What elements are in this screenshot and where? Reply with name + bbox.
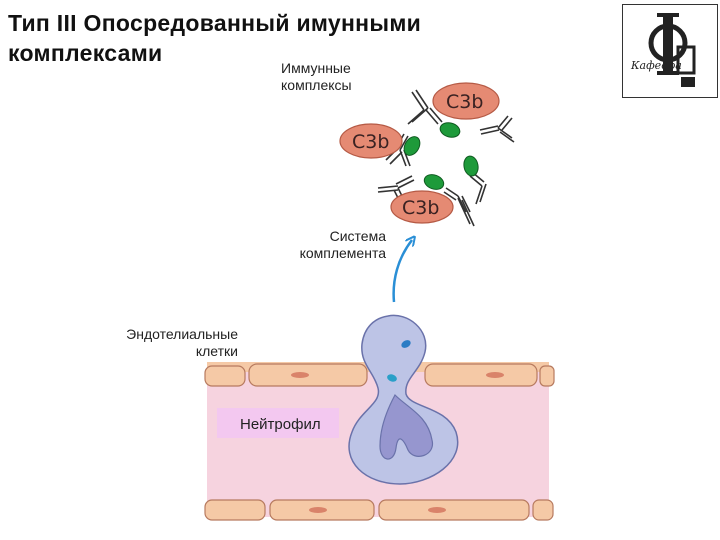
antigen-icon (423, 174, 445, 190)
endothelial-row-bottom (204, 499, 554, 521)
endothelial-cell (424, 363, 538, 387)
endothelial-cell (204, 365, 246, 387)
arrow-icon (392, 240, 412, 303)
cell-nucleus (291, 372, 309, 378)
cell-nucleus (309, 507, 327, 513)
c3b-fragment (390, 190, 454, 224)
neutrophil-label: Нейтрофил (240, 416, 321, 433)
antibody-icon (443, 187, 475, 227)
immune-complexes-line-2: комплексы (281, 77, 352, 93)
granule (387, 374, 397, 382)
page-title: Тип III Опосредованный имунными комплекс… (8, 8, 568, 68)
logo-signature: Кафедра (630, 59, 682, 72)
antibody-icon (407, 89, 443, 125)
cell-nucleus (486, 372, 504, 378)
endothelial-line-2: клетки (195, 343, 238, 359)
neutrophil-label-box (217, 408, 339, 438)
neutrophil-nucleus (379, 394, 433, 460)
endothelial-cell (378, 499, 530, 521)
neutrophil (348, 314, 459, 485)
endothelial-line-1: Эндотелиальные (126, 326, 238, 342)
department-logo: Кафедра (622, 4, 718, 98)
endothelial-cell (204, 499, 266, 521)
c3b-label: C3b (402, 197, 439, 219)
phi-p-logo-icon: Кафедра (630, 13, 696, 87)
c3b-fragments: C3b C3b C3b (339, 82, 500, 224)
c3b-fragment (339, 123, 403, 159)
antibody-icon (479, 115, 515, 143)
endothelial-cells-label: Эндотелиальные клетки (90, 326, 238, 360)
antigen-icon (439, 122, 461, 138)
cell-nucleus (428, 507, 446, 513)
c3b-label: C3b (352, 131, 389, 153)
title-line-1: Тип III Опосредованный имунными (8, 10, 422, 36)
endothelial-row-top (204, 363, 555, 387)
complement-system-label: Система комплемента (274, 228, 386, 262)
title-line-2: комплексами (8, 40, 163, 66)
immune-complex (377, 89, 515, 227)
immune-complexes-label: Иммунные комплексы (281, 60, 352, 94)
antigen-icon (403, 136, 421, 156)
immune-complexes-line-1: Иммунные (281, 60, 351, 76)
endothelial-cell (539, 365, 555, 387)
granule (401, 340, 411, 348)
complement-line-2: комплемента (299, 245, 386, 261)
antibody-icon (469, 171, 487, 205)
c3b-fragment (432, 82, 500, 120)
endothelial-cell (532, 499, 554, 521)
antigens (403, 122, 479, 190)
c3b-label: C3b (446, 91, 483, 113)
complement-line-1: Система (329, 228, 386, 244)
antigen-icon (463, 155, 479, 177)
